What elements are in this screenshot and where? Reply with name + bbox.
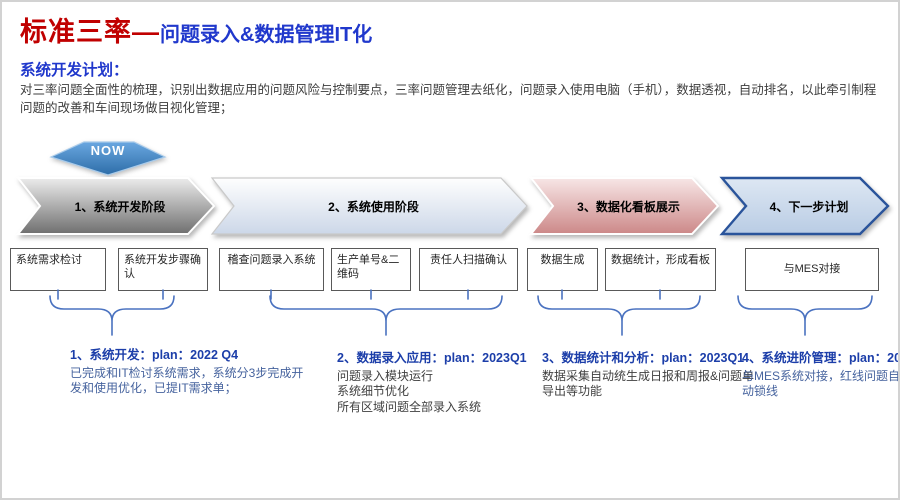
process-box-8: 与MES对接 — [745, 248, 879, 291]
stage-label-1: 1、系统开发阶段 — [74, 199, 166, 214]
plan-body-1: 已完成和IT检讨系统需求，系统分3步完成开发和使用优化，已提IT需求单； — [70, 365, 304, 396]
plan-body-2: 问题录入模块运行 系统细节优化 所有区域问题全部录入系统 — [337, 368, 482, 415]
title-blue-segment: 问题录入&数据管理IT化 — [160, 24, 373, 46]
plan-body-3: 数据采集自动统生成日报和周报&问题单导出等功能 — [542, 368, 755, 399]
plan-heading-4: 4、系统进阶管理：plan：2023Q1 — [742, 351, 898, 365]
plan-body-4: 与MES系统对接，红线问题自动锁线 — [742, 368, 900, 399]
plan-section-4: 4、系统进阶管理：plan：2023Q1 与MES系统对接，红线问题自动锁线 — [742, 350, 900, 400]
process-box-2: 系统开发步骤确认 — [118, 248, 208, 291]
chevron-shape-4 — [719, 176, 890, 236]
process-box-3: 稽查问题录入系统 — [219, 248, 324, 291]
chevron-shape-3 — [528, 177, 720, 235]
title-red-segment: 标准三率— — [20, 17, 160, 47]
now-label: NOW — [90, 143, 126, 158]
stage-arrow-3: 3、数据化看板展示 — [528, 176, 720, 236]
stage-arrow-2: 2、系统使用阶段 — [210, 176, 529, 236]
process-box-7: 数据统计，形成看板 — [605, 248, 716, 291]
page-title: 标准三率—问题录入&数据管理IT化 — [20, 10, 372, 49]
stage-label-4: 4、下一步计划 — [769, 199, 849, 214]
plan-heading-1: 1、系统开发：plan：2022 Q4 — [70, 348, 239, 362]
plan-section-3: 3、数据统计和分析：plan：2023Q1 数据采集自动统生成日报和周报&问题单… — [542, 350, 760, 400]
stage-label-3: 3、数据化看板展示 — [577, 199, 680, 214]
now-arrow-shape — [49, 141, 167, 176]
chevron-shape-2 — [210, 177, 528, 235]
process-box-1: 系统需求检讨 — [10, 248, 106, 291]
plan-heading-3: 3、数据统计和分析：plan：2023Q1 — [542, 351, 745, 365]
process-box-6: 数据生成 — [527, 248, 598, 291]
stage-arrow-1: 1、系统开发阶段 — [15, 176, 216, 236]
process-box-4: 生产单号&二维码 — [331, 248, 411, 291]
brace-connectors — [49, 289, 873, 336]
now-arrow: NOW — [49, 141, 167, 177]
plan-section-1: 1、系统开发：plan：2022 Q4 已完成和IT检讨系统需求，系统分3步完成… — [70, 347, 306, 397]
stage-arrow-4: 4、下一步计划 — [719, 176, 890, 236]
intro-paragraph: 对三率问题全面性的梳理，识别出数据应用的问题风险与控制要点，三率问题管理去纸化，… — [20, 83, 877, 116]
plan-heading-2: 2、数据录入应用：plan：2023Q1 — [337, 351, 527, 365]
chevron-shape-1 — [15, 177, 216, 235]
stage-label-2: 2、系统使用阶段 — [328, 199, 419, 214]
process-box-5: 责任人扫描确认 — [419, 248, 518, 291]
plan-section-2: 2、数据录入应用：plan：2023Q1 问题录入模块运行 系统细节优化 所有区… — [337, 350, 549, 416]
intro-heading: 系统开发计划： — [20, 62, 129, 79]
